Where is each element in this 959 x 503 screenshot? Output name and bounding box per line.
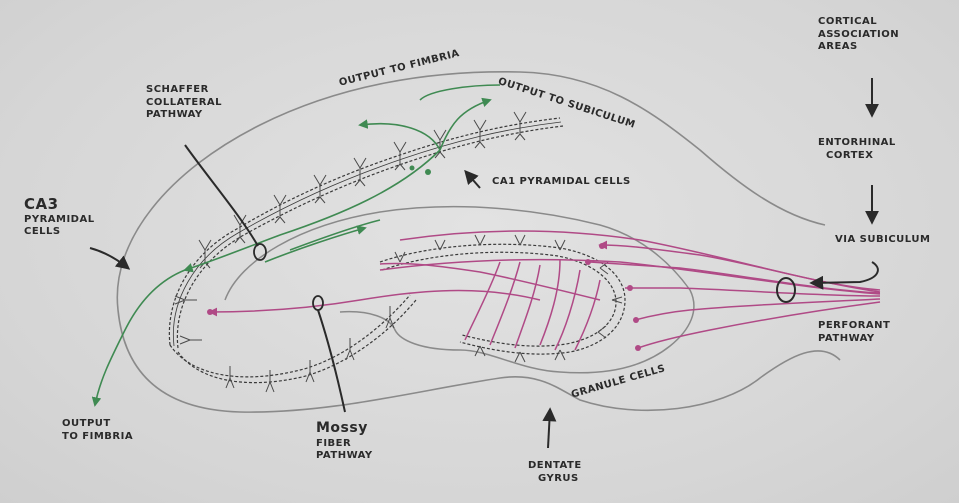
label-via-subiculum: Via Subiculum [835,234,930,247]
label-dentate-gyrus: Dentate Gyrus [528,460,582,485]
mossy-ring [313,296,323,310]
label-ca1-pyramidal-cells: CA1 pyramidal cells [492,176,631,189]
perforant-pathway-ring [777,278,795,302]
label-perforant-pathway: Perforant Pathway [818,320,890,345]
label-entorhinal-cortex: Entorhinal Cortex [818,137,896,162]
label-cortical-association: Cortical Association Areas [818,16,899,54]
mossy-fiber-lines [210,260,600,350]
pyramidal-cells [175,112,526,392]
label-output-to-fimbria-bottom: Output to Fimbria [62,418,133,443]
label-mossy-fiber-pathway: Mossy Fiber Pathway [316,420,373,463]
label-schaffer-collateral: Schaffer Collateral Pathway [146,84,222,122]
schaffer-collateral-lines [95,85,500,405]
label-ca3-pyramidal-cells: CA3 Pyramidal Cells [24,195,95,239]
annotation-arrows [90,78,878,448]
